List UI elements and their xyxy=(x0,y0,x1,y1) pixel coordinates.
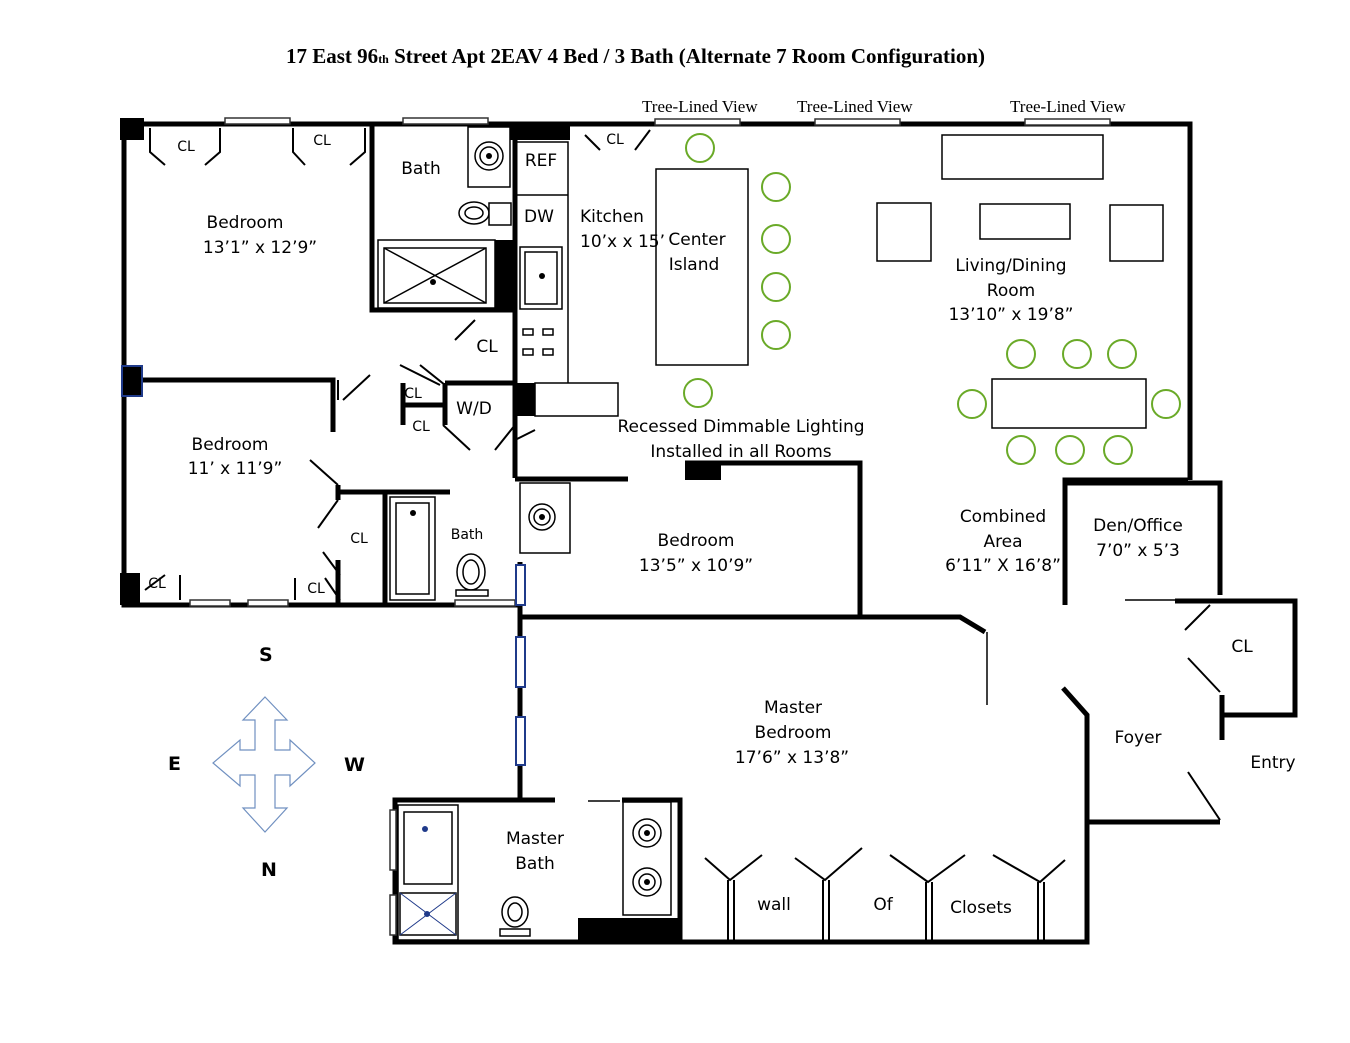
closet-label: CL xyxy=(148,576,166,592)
closet-label: CL xyxy=(350,531,368,547)
bedroom1-size: 13’1” x 12’9” xyxy=(203,238,317,258)
compass-west: W xyxy=(344,754,365,776)
combined-line2: Area xyxy=(983,532,1022,552)
view-label: Tree-Lined View xyxy=(1010,97,1126,116)
closet-label: CL xyxy=(606,132,624,148)
center-island xyxy=(655,168,749,366)
den-size: 7’0” x 5’3 xyxy=(1096,541,1180,561)
bedroom1-name: Bedroom xyxy=(207,213,284,233)
living-size: 13’10” x 19’8” xyxy=(948,305,1073,325)
room-labels: Bedroom 13’1” x 12’9” Bath REF DW Kitche… xyxy=(188,151,1296,918)
master-line2: Bedroom xyxy=(755,723,832,743)
closet-label: CL xyxy=(307,581,325,597)
ref-label: REF xyxy=(525,151,557,171)
master-size: 17’6” x 13’8” xyxy=(735,748,849,768)
dw-label: DW xyxy=(524,207,554,227)
lighting-note-line1: Recessed Dimmable Lighting xyxy=(617,417,864,437)
bath2-name: Bath xyxy=(451,527,484,543)
compass-north: N xyxy=(261,859,277,881)
entry-label: Entry xyxy=(1250,753,1295,773)
bath1-name: Bath xyxy=(401,159,441,179)
chairs xyxy=(683,133,1181,465)
closet-label: CL xyxy=(476,337,498,357)
closets-word1: wall xyxy=(757,895,791,915)
kitchen-size: 10’x x 15’ xyxy=(580,232,665,252)
bedroom3-name: Bedroom xyxy=(658,531,735,551)
combined-size: 6’11” X 16’8” xyxy=(945,556,1061,576)
kitchen-fixtures xyxy=(519,168,749,366)
master-line1: Master xyxy=(764,698,822,718)
doors xyxy=(144,128,1221,821)
closet-label: CL xyxy=(1231,637,1253,657)
view-label: Tree-Lined View xyxy=(797,97,913,116)
plan-title: 17 East 96th Street Apt 2EAV 4 Bed / 3 B… xyxy=(286,44,985,68)
compass-south: S xyxy=(259,644,273,666)
foyer-label: Foyer xyxy=(1114,728,1161,748)
den-name: Den/Office xyxy=(1093,516,1183,536)
living-line1: Living/Dining xyxy=(955,256,1066,276)
closet-label: CL xyxy=(313,133,331,149)
closet-label: CL xyxy=(177,139,195,155)
bath2-fixtures xyxy=(389,482,571,601)
bedroom3-size: 13’5” x 10’9” xyxy=(639,556,753,576)
wd-label: W/D xyxy=(456,399,492,419)
living-line2: Room xyxy=(987,281,1035,301)
master-bath-fixtures xyxy=(397,800,672,941)
closet-label: CL xyxy=(404,386,422,402)
master-bath-line1: Master xyxy=(506,829,564,849)
compass-east: E xyxy=(168,753,181,775)
closet-wall xyxy=(704,847,1066,940)
master-bath-line2: Bath xyxy=(515,854,555,874)
island-line1: Center xyxy=(668,230,725,250)
lighting-note-line2: Installed in all Rooms xyxy=(650,442,831,462)
closet-label: CL xyxy=(412,419,430,435)
closet-labels: CL CL CL CL CL CL CL CL CL CL xyxy=(148,132,1253,657)
kitchen-name: Kitchen xyxy=(580,207,644,227)
bedroom2-name: Bedroom xyxy=(192,435,269,455)
bath1-fixtures xyxy=(377,126,512,309)
closets-word3: Closets xyxy=(950,898,1012,918)
bedroom2-size: 11’ x 11’9” xyxy=(188,459,283,479)
island-line2: Island xyxy=(669,255,720,275)
closets-word2: Of xyxy=(873,895,893,915)
living-furniture xyxy=(876,134,1164,429)
compass-arrows-icon xyxy=(212,696,316,833)
view-label: Tree-Lined View xyxy=(642,97,758,116)
combined-line1: Combined xyxy=(960,507,1046,527)
windows xyxy=(189,117,1111,936)
